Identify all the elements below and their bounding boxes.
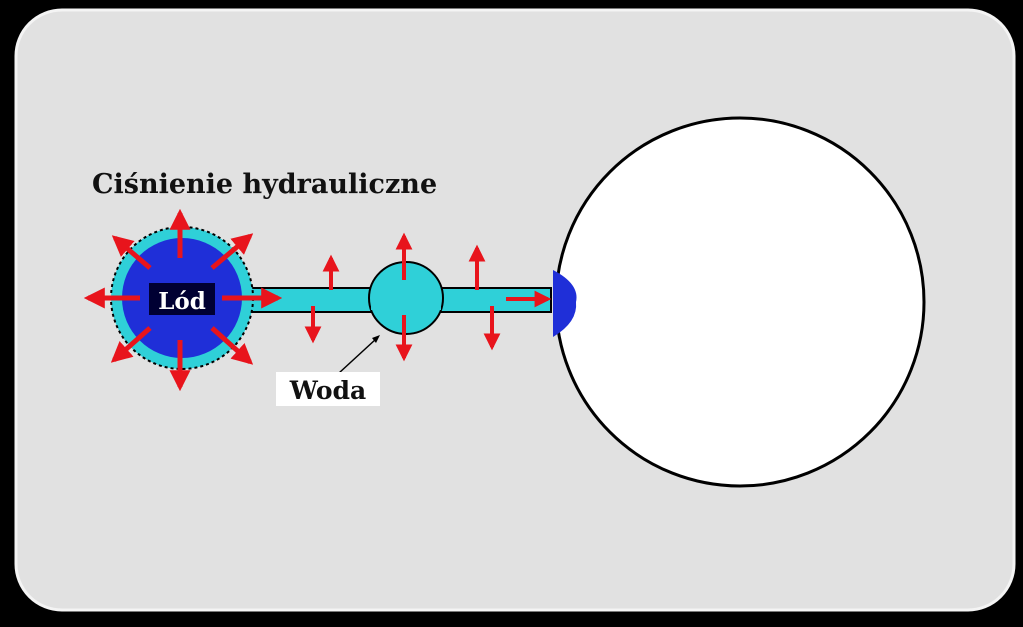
water-label-box bbox=[276, 372, 380, 406]
water-pointer bbox=[338, 338, 377, 374]
diagram-title: Ciśnienie hydrauliczne bbox=[92, 169, 437, 200]
ice-label-box bbox=[149, 283, 215, 315]
pore-ice-cap bbox=[553, 270, 577, 337]
arrow-up-right bbox=[210, 233, 254, 270]
radial-arrows bbox=[83, 208, 283, 392]
pore-circle bbox=[554, 116, 926, 488]
arrow-down-right bbox=[210, 326, 254, 365]
water-label: Woda bbox=[289, 376, 366, 405]
arrow-up-left bbox=[111, 235, 152, 270]
channel-arrows bbox=[304, 232, 552, 362]
ice-label: Lód bbox=[158, 288, 206, 315]
arrow-down-left bbox=[110, 326, 152, 363]
